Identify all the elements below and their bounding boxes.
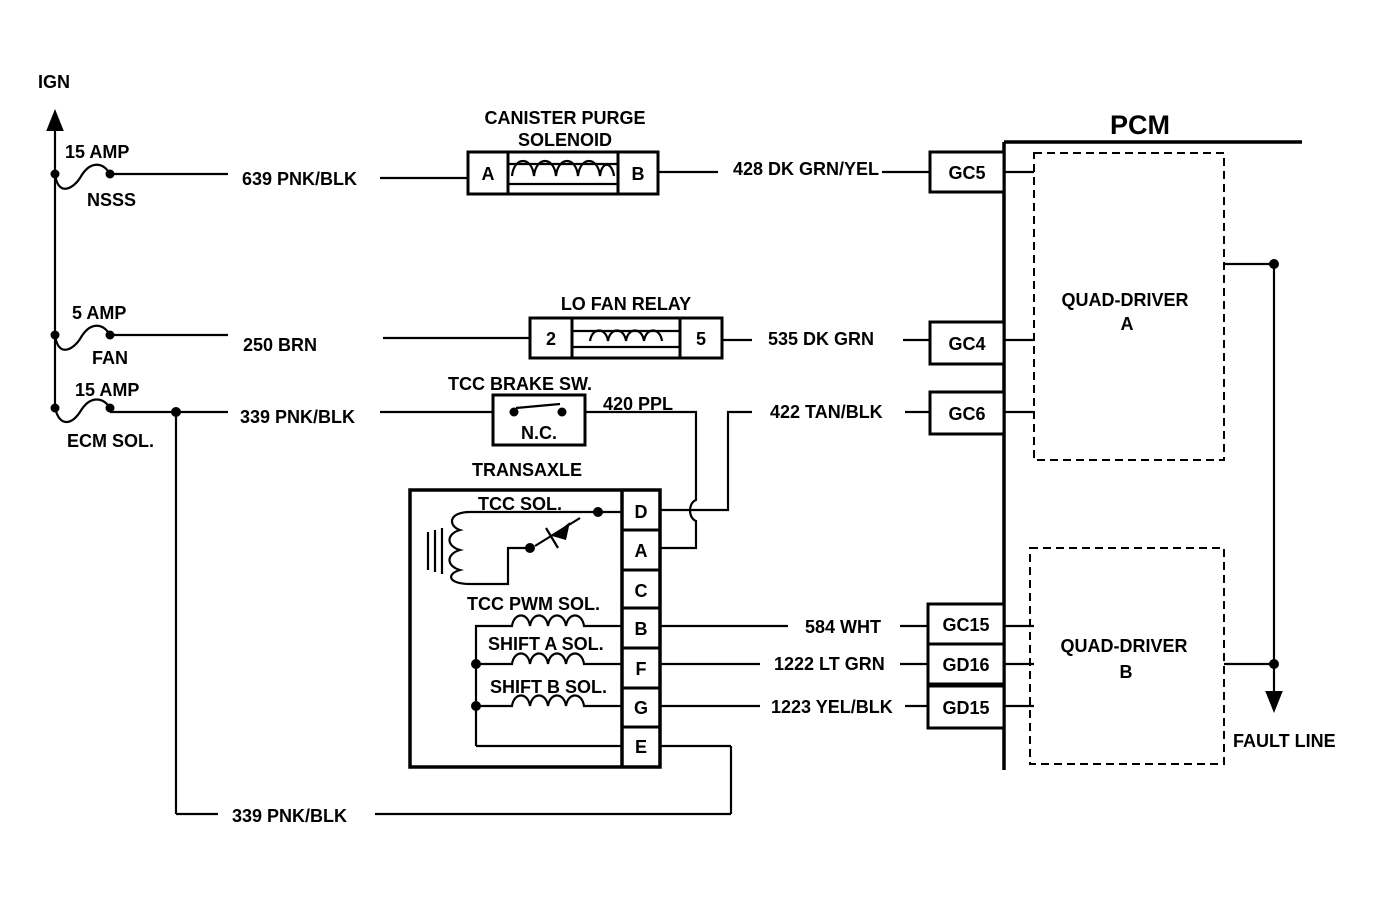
transaxle-title: TRANSAXLE — [472, 460, 582, 480]
shift-b-sol-label: SHIFT B SOL. — [490, 677, 607, 697]
fuse-ecm-name: ECM SOL. — [67, 431, 154, 451]
ign-bus: IGN — [38, 72, 70, 408]
wire-250: 250 BRN — [110, 333, 530, 355]
transaxle-pin-f: F — [636, 659, 647, 679]
fuse-nsss: 15 AMP NSSS — [50, 142, 136, 210]
pcm: PCM GC5 GC4 GC6 GC15 GD16 GD15 QUAD-DRIV… — [926, 110, 1336, 770]
fuse-fan-rating: 5 AMP — [72, 303, 126, 323]
wire-535-label: 535 DK GRN — [768, 329, 874, 349]
wire-584-label: 584 WHT — [805, 617, 881, 637]
wire-1223-label: 1223 YEL/BLK — [771, 697, 893, 717]
wire-428-label: 428 DK GRN/YEL — [733, 159, 879, 179]
transaxle-pin-c: C — [635, 581, 648, 601]
transaxle-pin-b: B — [635, 619, 648, 639]
tcc-brake-switch: TCC BRAKE SW. N.C. — [448, 374, 688, 447]
relay-pin-2: 2 — [546, 329, 556, 349]
canister-pin-a: A — [482, 164, 495, 184]
wire-1222: 1222 LT GRN — [660, 654, 928, 674]
quad-b-line1: QUAD-DRIVER — [1060, 636, 1187, 656]
transaxle: TRANSAXLE D A C B F G E TCC SOL. TCC PWM… — [408, 460, 662, 769]
fuse-nsss-rating: 15 AMP — [65, 142, 129, 162]
canister-pin-b: B — [632, 164, 645, 184]
fuse-nsss-name: NSSS — [87, 190, 136, 210]
fuse-fan: 5 AMP FAN — [50, 303, 128, 368]
lo-fan-relay-title: LO FAN RELAY — [561, 294, 691, 314]
quad-driver-a — [1033, 152, 1225, 461]
pcm-terminal-gc4: GC4 — [948, 334, 985, 354]
wire-639-label: 639 PNK/BLK — [242, 169, 357, 189]
pcm-terminal-gd15: GD15 — [942, 698, 989, 718]
wire-420: 420 PPL — [603, 394, 698, 550]
tcc-brake-sw-state: N.C. — [521, 423, 557, 443]
tcc-brake-sw-title: TCC BRAKE SW. — [448, 374, 592, 394]
ign-label: IGN — [38, 72, 70, 92]
pcm-terminal-gc6: GC6 — [948, 404, 985, 424]
wire-1223: 1223 YEL/BLK — [660, 697, 928, 717]
wire-339-bottom: 339 PNK/BLK — [174, 412, 733, 826]
pcm-title: PCM — [1110, 110, 1170, 140]
pcm-terminal-gc15: GC15 — [942, 615, 989, 635]
fuse-ecm-sol: 15 AMP ECM SOL. — [50, 380, 154, 451]
wire-639: 639 PNK/BLK — [110, 169, 468, 189]
wire-584: 584 WHT — [660, 617, 928, 637]
tcc-pwm-sol-label: TCC PWM SOL. — [467, 594, 600, 614]
lo-fan-relay: LO FAN RELAY 2 5 — [528, 294, 724, 360]
transaxle-pin-e: E — [635, 737, 647, 757]
relay-pin-5: 5 — [696, 329, 706, 349]
quad-a-line2: A — [1121, 314, 1134, 334]
quad-driver-b — [1029, 547, 1225, 765]
transaxle-pin-d: D — [635, 502, 648, 522]
pcm-terminal-gc5: GC5 — [948, 163, 985, 183]
wire-250-label: 250 BRN — [243, 335, 317, 355]
wire-422-label: 422 TAN/BLK — [770, 402, 883, 422]
wire-420-label: 420 PPL — [603, 394, 673, 414]
fuse-fan-name: FAN — [92, 348, 128, 368]
canister-title-1: CANISTER PURGE — [484, 108, 645, 128]
wire-339-bottom-label: 339 PNK/BLK — [232, 806, 347, 826]
quad-b-line2: B — [1120, 662, 1133, 682]
wire-535: 535 DK GRN — [722, 329, 930, 349]
canister-title-2: SOLENOID — [518, 130, 612, 150]
pcm-terminal-gd16: GD16 — [942, 655, 989, 675]
quad-a-line1: QUAD-DRIVER — [1061, 290, 1188, 310]
transaxle-pin-a: A — [635, 541, 648, 561]
wire-339-top: 339 PNK/BLK — [110, 407, 495, 427]
wire-1222-label: 1222 LT GRN — [774, 654, 885, 674]
fuse-ecm-rating: 15 AMP — [75, 380, 139, 400]
wire-422: 422 TAN/BLK — [660, 402, 930, 512]
wire-428: 428 DK GRN/YEL — [658, 159, 930, 179]
tcc-sol-label: TCC SOL. — [478, 494, 562, 514]
canister-purge-solenoid: CANISTER PURGE SOLENOID A B — [466, 108, 660, 196]
wire-339-top-label: 339 PNK/BLK — [240, 407, 355, 427]
transaxle-pin-g: G — [634, 698, 648, 718]
shift-a-sol-label: SHIFT A SOL. — [488, 634, 604, 654]
fault-line-label: FAULT LINE — [1233, 731, 1336, 751]
